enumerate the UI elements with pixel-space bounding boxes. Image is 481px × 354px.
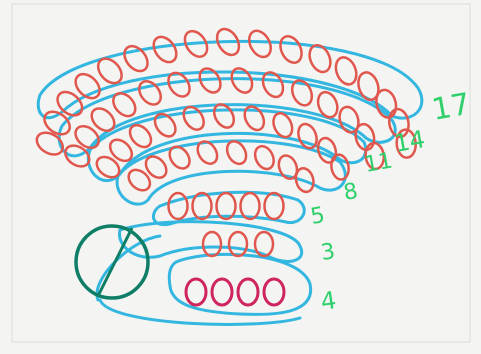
row-label-5: 5: [309, 203, 327, 230]
bead: [144, 155, 168, 179]
bead: [225, 140, 248, 166]
row-label-4: 4: [319, 286, 338, 316]
bead: [201, 230, 223, 258]
bead: [248, 29, 272, 59]
bead: [277, 154, 299, 180]
bead: [167, 191, 189, 221]
thread-segment: [152, 190, 306, 227]
bead-row-14: [64, 67, 386, 171]
bead: [138, 80, 162, 106]
row-label-11: 11: [363, 148, 395, 177]
bead: [212, 103, 236, 129]
bead: [127, 168, 152, 192]
bead-row-17: [35, 27, 417, 159]
bead: [43, 110, 71, 136]
bead: [74, 124, 100, 150]
row-label-8: 8: [342, 179, 360, 206]
bead-row-4: [184, 277, 286, 307]
row-label-17: 17: [429, 87, 473, 128]
bead: [191, 191, 213, 221]
bead-row-11: [95, 103, 350, 181]
bead: [395, 128, 417, 159]
ring-circle: [74, 224, 150, 300]
bead: [364, 141, 386, 171]
ring-diagonal: [96, 227, 134, 297]
bead: [64, 144, 91, 168]
bead: [239, 191, 261, 221]
bead: [215, 191, 237, 221]
bead: [236, 277, 260, 307]
bead: [215, 27, 241, 57]
bead: [35, 131, 64, 156]
bead: [279, 35, 303, 64]
thread-segment: [167, 252, 313, 316]
bead: [95, 155, 121, 179]
row-labels: 17 14 11 8 5 3 4: [309, 87, 473, 316]
bead: [230, 67, 254, 94]
bead-row-3: [201, 230, 275, 258]
bead: [261, 71, 285, 99]
bead: [253, 144, 275, 171]
bead: [294, 167, 315, 194]
bead: [168, 145, 191, 170]
bead: [167, 71, 191, 98]
bead: [74, 72, 101, 100]
bead: [357, 71, 380, 101]
row-label-14: 14: [392, 125, 427, 158]
bead: [56, 90, 84, 117]
bead: [263, 191, 285, 221]
bead: [308, 43, 332, 74]
bead: [262, 277, 286, 307]
bead: [330, 153, 350, 181]
bead: [152, 35, 178, 64]
bead-rows: [35, 27, 417, 307]
bead: [184, 277, 208, 307]
bead: [210, 277, 234, 307]
bead: [316, 90, 339, 119]
bead: [182, 105, 205, 131]
paper-sheet: [11, 3, 471, 343]
bead: [243, 105, 266, 132]
bead: [108, 138, 134, 163]
bead: [123, 44, 149, 73]
bead: [334, 56, 358, 86]
bead: [338, 105, 360, 134]
bead: [227, 230, 249, 258]
bead: [153, 112, 177, 138]
bead-row-5: [167, 191, 285, 221]
bead: [388, 107, 410, 139]
bead: [290, 79, 314, 107]
bead: [198, 67, 222, 94]
bead: [253, 230, 275, 258]
bead: [183, 29, 209, 58]
bead: [112, 92, 137, 118]
bead: [128, 123, 153, 149]
bead: [96, 57, 123, 85]
bead: [297, 122, 318, 150]
bead: [90, 107, 116, 132]
bead-row-8: [127, 140, 315, 194]
bead: [196, 140, 219, 165]
row-label-3: 3: [319, 239, 336, 266]
ring-layer: [74, 224, 150, 300]
bead: [272, 112, 294, 139]
